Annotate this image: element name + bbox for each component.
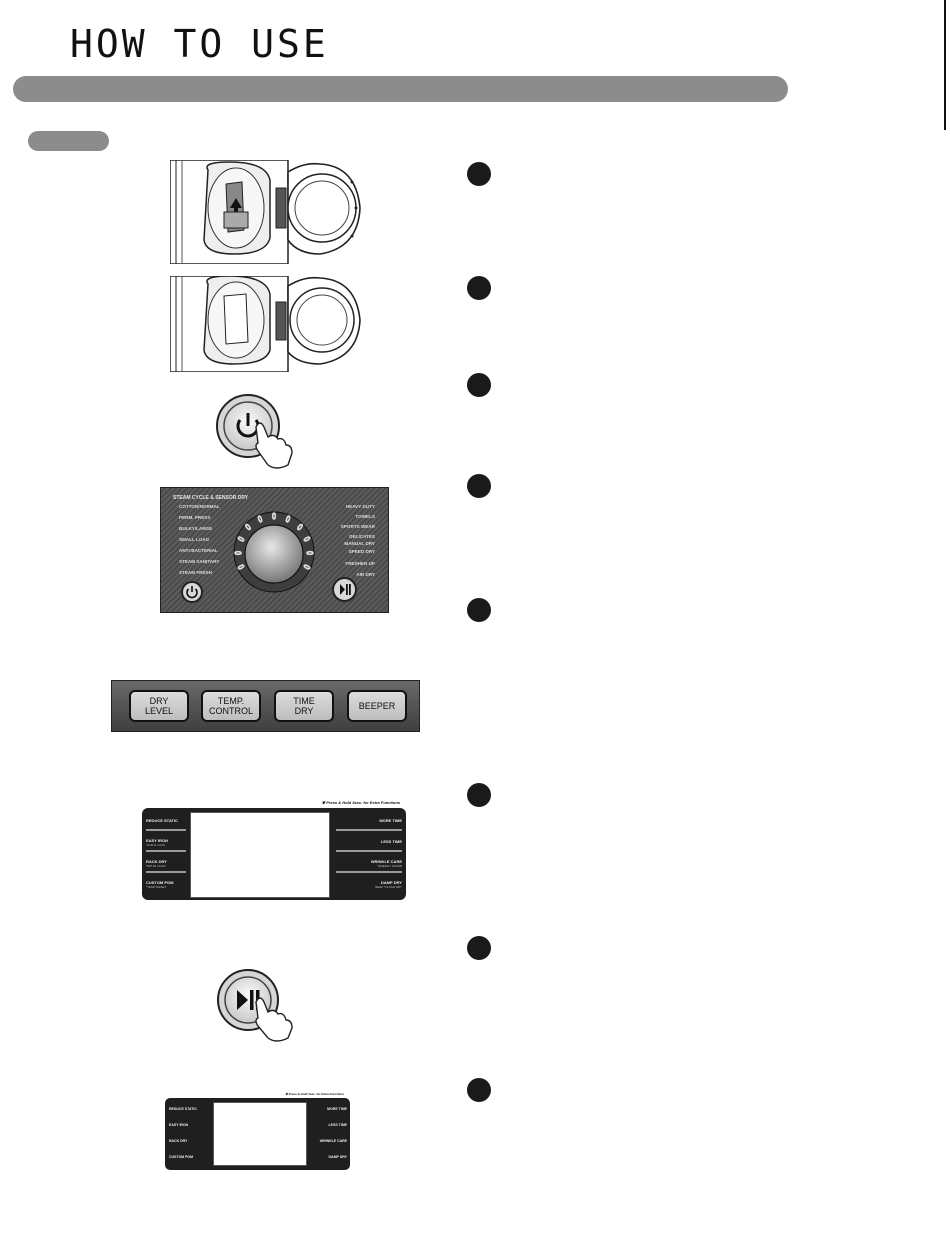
key-label: WRINKLE CARE	[370, 859, 402, 864]
key-label[interactable]: CUSTOM PGM	[169, 1155, 194, 1159]
dry-level-label-1: DRY	[149, 696, 169, 706]
key-bar	[336, 871, 402, 873]
key-label[interactable]: DAMP DRY	[328, 1155, 347, 1159]
display-panel-small: ✱ Press & Hold 3sec. for Extra Functions…	[165, 1092, 350, 1170]
crop-mark	[944, 0, 946, 130]
cycle-option[interactable]: STEAM SANITARY	[179, 559, 220, 564]
cycle-option[interactable]: SMALL LOAD	[179, 537, 210, 542]
key-label[interactable]: LESS TIME	[328, 1123, 347, 1127]
custom-pgm-key[interactable]: CUSTOM PGM *TEMP RESET	[146, 875, 188, 896]
cycle-list-right: HEAVY DUTY TOWELS SPORTS WEAR DELICATES …	[319, 504, 375, 582]
option-buttons-strip: DRY LEVEL TEMP. CONTROL TIME DRY BEEPER	[111, 680, 420, 732]
key-label: EASY IRON	[146, 838, 168, 843]
damp-dry-key[interactable]: DAMP DRY BEEP *FLASH DRY	[332, 875, 402, 896]
key-label: REDUCE STATIC	[146, 818, 178, 823]
display-screen	[190, 812, 330, 898]
dry-level-button[interactable]: DRY LEVEL	[129, 690, 189, 722]
beeper-label: BEEPER	[358, 701, 396, 711]
cycle-option[interactable]: MANUAL DRY	[344, 541, 375, 546]
key-label: LESS TIME	[380, 839, 402, 844]
key-sublabel: *DRUM LIGHT	[146, 864, 166, 868]
step-bullet-5	[467, 598, 491, 622]
cycle-knob[interactable]	[232, 508, 316, 594]
cycle-option[interactable]: HEAVY DUTY	[345, 504, 375, 509]
power-button-illustration	[216, 394, 293, 469]
cycle-option[interactable]: FRESHEN UP	[345, 561, 375, 566]
easy-iron-key[interactable]: EASY IRON *CHILD LOCK	[146, 833, 188, 854]
power-icon	[186, 586, 198, 599]
lint-filter-removed-illustration	[170, 276, 361, 372]
power-button[interactable]	[181, 581, 203, 603]
key-label[interactable]: RACK DRY	[169, 1139, 188, 1143]
section-tab	[28, 131, 109, 151]
lint-filter-removal-illustration	[170, 160, 361, 264]
key-bar	[146, 871, 186, 873]
key-label[interactable]: EASY IRON	[169, 1123, 189, 1127]
key-bar	[146, 829, 186, 831]
cycle-dial-panel: STEAM CYCLE & SENSOR DRY COTTON/NORMAL P…	[160, 487, 389, 613]
display-right-keys-small: MORE TIME LESS TIME WRINKLE CARE DAMP DR…	[309, 1101, 347, 1165]
key-bar	[336, 829, 402, 831]
display-panel: ✱ Press & Hold 3sec. for Extra Functions…	[142, 800, 406, 902]
temp-control-label-2: CONTROL	[208, 706, 253, 716]
cycle-option[interactable]: DELICATES	[349, 534, 375, 539]
reduce-static-key[interactable]: REDUCE STATIC	[146, 812, 188, 833]
cycle-list-left: COTTON/NORMAL PERM. PRESS BULKY/LARGE SM…	[179, 504, 220, 581]
display-left-keys-small: REDUCE STATIC EASY IRON RACK DRY CUSTOM …	[169, 1101, 209, 1165]
key-label[interactable]: WRINKLE CARE	[319, 1139, 347, 1143]
time-dry-label-2: DRY	[294, 706, 314, 716]
page-title: HOW TO USE	[70, 22, 329, 66]
key-label: CUSTOM PGM	[146, 880, 174, 885]
time-dry-label-1: TIME	[293, 696, 315, 706]
display-screen-small	[213, 1102, 307, 1166]
wrinkle-care-key[interactable]: WRINKLE CARE *ENERGY SAVER	[332, 854, 402, 875]
cycle-option[interactable]: ANTI-BACTERIAL	[179, 548, 218, 553]
key-label[interactable]: MORE TIME	[327, 1107, 347, 1111]
temp-control-label-1: TEMP.	[217, 696, 245, 706]
start-pause-button[interactable]	[332, 577, 357, 602]
step-bullet-7	[467, 936, 491, 960]
display-right-keys: MORE TIME LESS TIME WRINKLE CARE *ENERGY…	[332, 812, 402, 896]
cycle-option[interactable]: TOWELS	[355, 514, 375, 519]
step-bullet-1	[467, 162, 491, 186]
dry-level-label-2: LEVEL	[144, 706, 174, 716]
more-time-key[interactable]: MORE TIME	[332, 812, 402, 833]
display-body-small: REDUCE STATIC EASY IRON RACK DRY CUSTOM …	[165, 1098, 350, 1170]
start-pause-illustration	[217, 969, 293, 1042]
key-bar	[146, 850, 186, 852]
key-sublabel: BEEP *FLASH DRY	[375, 885, 402, 889]
cycle-option[interactable]: PERM. PRESS	[179, 515, 211, 520]
cycle-option[interactable]: STEAM FRESH	[179, 570, 212, 575]
cycle-option[interactable]: SPEED DRY	[348, 549, 375, 554]
step-bullet-2	[467, 276, 491, 300]
cycle-option[interactable]: SPORTS WEAR	[340, 524, 375, 529]
key-sublabel: *CHILD LOCK	[146, 843, 166, 847]
less-time-key[interactable]: LESS TIME	[332, 833, 402, 854]
key-bar	[336, 850, 402, 852]
temp-control-button[interactable]: TEMP. CONTROL	[201, 690, 261, 722]
cycle-header: STEAM CYCLE & SENSOR DRY	[173, 495, 249, 501]
extra-functions-note: ✱ Press & Hold 3sec. for Extra Functions	[321, 800, 400, 805]
key-label: RACK DRY	[146, 859, 167, 864]
title-bar	[13, 76, 788, 102]
beeper-button[interactable]: BEEPER	[347, 690, 407, 722]
cycle-option[interactable]: COTTON/NORMAL	[179, 504, 220, 509]
key-sublabel: *TEMP RESET	[146, 885, 167, 889]
time-dry-button[interactable]: TIME DRY	[274, 690, 334, 722]
display-body: REDUCE STATIC EASY IRON *CHILD LOCK RACK…	[142, 808, 406, 900]
play-pause-icon	[340, 584, 351, 595]
rack-dry-key[interactable]: RACK DRY *DRUM LIGHT	[146, 854, 188, 875]
step-bullet-8	[467, 1078, 491, 1102]
display-left-keys: REDUCE STATIC EASY IRON *CHILD LOCK RACK…	[146, 812, 188, 896]
step-bullet-6	[467, 783, 491, 807]
cycle-option[interactable]: BULKY/LARGE	[179, 526, 213, 531]
key-label[interactable]: REDUCE STATIC	[169, 1107, 197, 1111]
key-label: MORE TIME	[379, 818, 402, 823]
step-bullet-4	[467, 474, 491, 498]
step-bullet-3	[467, 373, 491, 397]
extra-functions-note-small: ✱ Press & Hold 3sec. for Extra Functions	[285, 1092, 344, 1096]
key-sublabel: *ENERGY SAVER	[377, 864, 402, 868]
key-label: DAMP DRY	[380, 880, 402, 885]
cycle-option[interactable]: AIR DRY	[356, 572, 375, 577]
